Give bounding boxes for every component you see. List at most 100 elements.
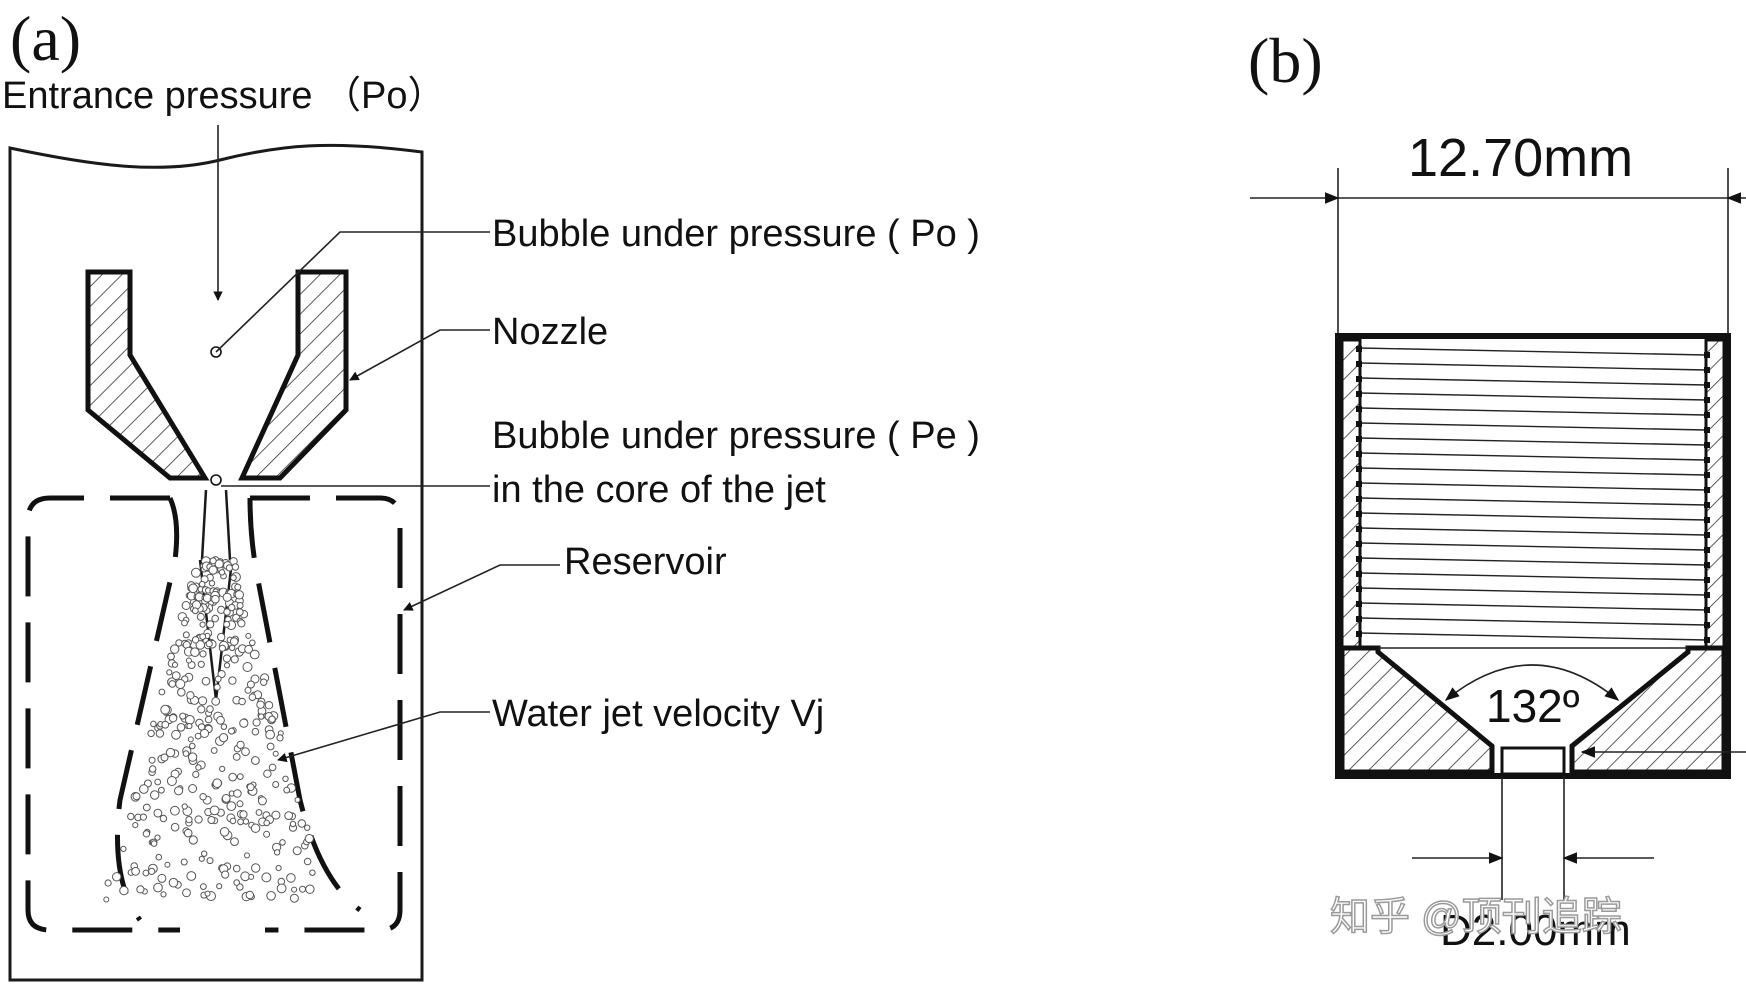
jet-bubble bbox=[248, 873, 255, 880]
jet-bubble bbox=[170, 805, 180, 816]
jet-bubble bbox=[198, 855, 205, 862]
jet-bubble bbox=[167, 652, 175, 661]
jet-core-right bbox=[224, 489, 232, 561]
thread-line bbox=[1359, 377, 1707, 386]
jet-bubble bbox=[168, 877, 179, 888]
jet-bubble bbox=[195, 764, 202, 771]
jet-bubble bbox=[158, 786, 165, 794]
jet-bubble bbox=[209, 557, 217, 565]
thread-tooth bbox=[1356, 571, 1362, 577]
thread-tooth bbox=[1356, 481, 1362, 487]
thread-tooth bbox=[1356, 391, 1362, 397]
jet-bubble bbox=[232, 864, 241, 873]
reservoir-outline bbox=[25, 495, 180, 933]
jet-bubble bbox=[263, 769, 272, 778]
jet-bubble bbox=[237, 619, 246, 628]
thread-tooth bbox=[1356, 406, 1362, 412]
jet-bubble bbox=[188, 583, 198, 594]
jet-bubble bbox=[179, 712, 187, 720]
jet-bubble bbox=[206, 857, 214, 865]
jet-bubble bbox=[142, 869, 150, 877]
jet-bubble bbox=[216, 883, 223, 890]
jet-bubble bbox=[155, 853, 163, 861]
thread-line bbox=[1359, 467, 1707, 476]
jet-bubble bbox=[142, 830, 151, 838]
orifice bbox=[1500, 746, 1566, 776]
jet-bubble bbox=[211, 614, 219, 623]
jet-bubble bbox=[234, 590, 245, 600]
thread-tooth bbox=[1356, 361, 1362, 367]
jet-bubble bbox=[160, 704, 171, 715]
jet-bubble bbox=[148, 867, 156, 876]
jet-bubble bbox=[191, 607, 199, 615]
jet-bubble bbox=[271, 810, 281, 820]
jet-bubble bbox=[238, 697, 246, 706]
jet-bubble bbox=[222, 592, 232, 602]
jet-bubble bbox=[127, 812, 135, 821]
jet-bubble bbox=[170, 644, 180, 654]
panel-b-label: (b) bbox=[1248, 25, 1323, 96]
jet-bubble bbox=[181, 619, 188, 627]
jet-bubble bbox=[219, 827, 230, 837]
jet-bubble bbox=[230, 574, 237, 582]
jet-bubble bbox=[208, 580, 216, 587]
thread-tooth bbox=[1704, 577, 1710, 583]
thread-line bbox=[1359, 542, 1707, 551]
jet-bubble bbox=[286, 873, 296, 883]
thread-line bbox=[1359, 617, 1707, 626]
jet-bubble bbox=[189, 742, 196, 750]
jet-bubble bbox=[199, 621, 206, 628]
angle-arc bbox=[1444, 664, 1620, 701]
jet-bubble bbox=[157, 873, 167, 883]
leader-reservoir bbox=[403, 564, 560, 611]
jet-bubble bbox=[103, 896, 110, 903]
jet-bubble bbox=[239, 810, 248, 819]
jet-bubble bbox=[304, 824, 311, 831]
thread-tooth bbox=[1704, 607, 1710, 613]
thread-line bbox=[1359, 557, 1707, 566]
jet-bubble bbox=[147, 729, 155, 738]
annotation-nozzle: Nozzle bbox=[492, 311, 608, 353]
section-outline bbox=[1335, 333, 1731, 779]
jet-bubble bbox=[263, 830, 271, 838]
jet-bubble bbox=[199, 793, 207, 801]
jet-bubble bbox=[218, 569, 226, 576]
jet-bubble bbox=[194, 815, 203, 824]
jet-bubble bbox=[199, 728, 210, 739]
thread-line bbox=[1359, 602, 1707, 611]
jet-bubble bbox=[155, 729, 165, 738]
thread-tooth bbox=[1356, 436, 1362, 442]
jet-bubble bbox=[153, 882, 163, 893]
annotation-jet-core: in the core of the jet bbox=[492, 469, 826, 511]
jet-bubble bbox=[251, 863, 261, 873]
jet-bubble bbox=[246, 680, 255, 689]
jet-bubble bbox=[246, 783, 255, 792]
jet-bubble bbox=[198, 580, 206, 588]
jet-bubble bbox=[158, 688, 166, 696]
jet-bubble bbox=[222, 654, 231, 663]
jet-bubble bbox=[237, 818, 245, 826]
jet-bubble bbox=[166, 776, 177, 786]
width-dimension-label: 12.70mm bbox=[1408, 128, 1633, 188]
annotation-reservoir: Reservoir bbox=[564, 541, 727, 583]
jet-bubble bbox=[255, 809, 263, 816]
jet-bubble bbox=[291, 886, 298, 893]
jet-bubble bbox=[181, 601, 191, 610]
jet-bubble bbox=[233, 789, 242, 798]
thread-tooth bbox=[1356, 346, 1362, 352]
thread-tooth bbox=[1356, 586, 1362, 592]
jet-bubble bbox=[182, 750, 190, 757]
thread-line bbox=[1359, 482, 1707, 491]
thread-tooth bbox=[1704, 562, 1710, 568]
jet-bubble bbox=[177, 688, 186, 697]
leader-bubble-po bbox=[215, 231, 490, 353]
jet-bubble bbox=[261, 872, 272, 883]
thread-tooth bbox=[1356, 616, 1362, 622]
jet-bubble bbox=[249, 639, 256, 647]
jet-bubble bbox=[276, 734, 284, 742]
jet-bubble bbox=[183, 828, 193, 838]
jet-bubble bbox=[206, 620, 215, 629]
jet-bubble bbox=[201, 676, 211, 686]
jet-bubble bbox=[242, 662, 253, 672]
jet-bubble bbox=[182, 631, 190, 639]
